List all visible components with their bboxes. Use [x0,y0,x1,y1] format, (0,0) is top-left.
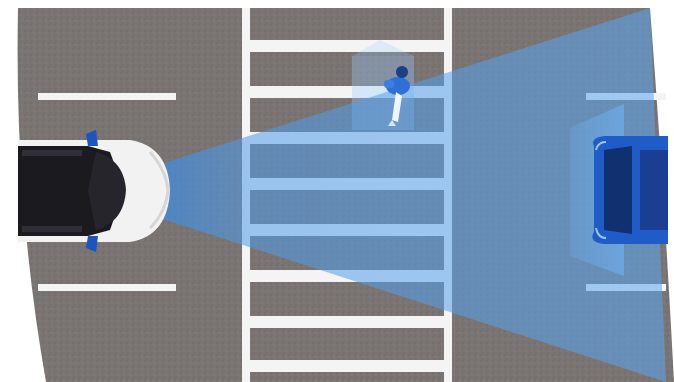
lane-marking-left-top [38,93,176,100]
lane-marking-left-bottom [38,284,176,291]
ego-car-icon [18,130,170,252]
target-vehicle-icon [592,136,668,244]
